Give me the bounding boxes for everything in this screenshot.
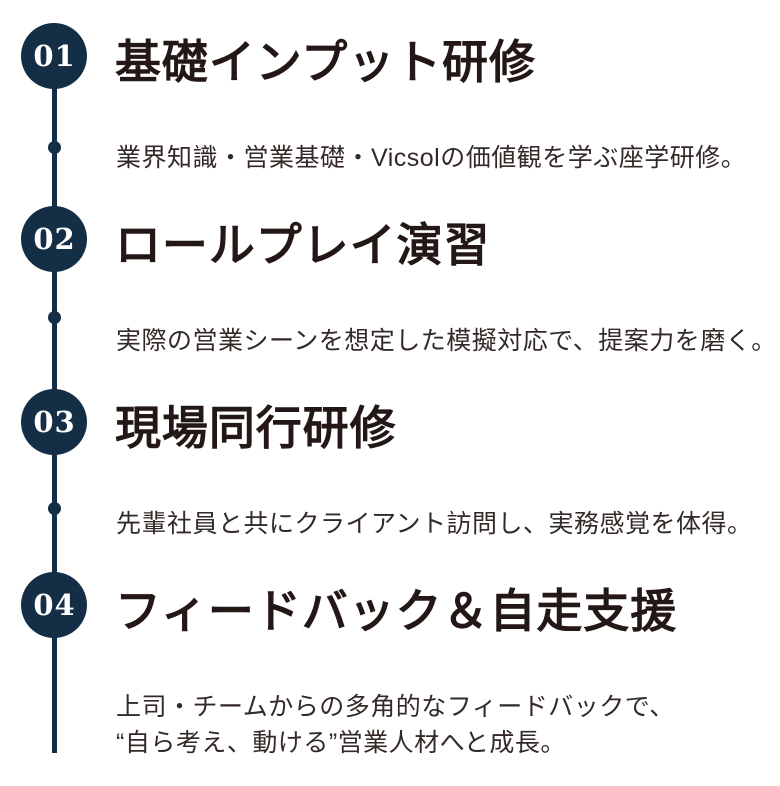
step-description-line: 先輩社員と共にクライアント訪問し、実務感覚を体得。	[116, 510, 753, 538]
step-description-line: 実際の営業シーンを想定した模擬対応で、提案力を磨く。	[116, 327, 777, 355]
step-number: 04	[33, 587, 76, 622]
step-description: 業界知識・営業基礎・Vicsolの価値観を学ぶ座学研修。	[116, 140, 780, 176]
step-number: 01	[33, 38, 76, 73]
step-item-2: 02 ロールプレイ演習 実際の営業シーンを想定した模擬対応で、提案力を磨く。	[0, 206, 780, 389]
step-description: 先輩社員と共にクライアント訪問し、実務感覚を体得。	[116, 506, 780, 542]
step-description: 上司・チームからの多角的なフィードバックで、 “自ら考え、動ける”営業人材へと成…	[116, 689, 780, 761]
step-description-line: 上司・チームからの多角的なフィードバックで、	[116, 693, 675, 721]
step-description-line: “自ら考え、動ける”営業人材へと成長。	[116, 729, 566, 757]
step-description-line: 業界知識・営業基礎・Vicsolの価値観を学ぶ座学研修。	[116, 144, 747, 172]
timeline-dot	[48, 502, 61, 515]
step-number-badge: 04	[21, 572, 87, 638]
step-number-badge: 03	[21, 389, 87, 455]
step-number-badge: 02	[21, 206, 87, 272]
step-title: 現場同行研修	[115, 401, 397, 455]
step-title: フィードバック＆自走支援	[115, 584, 678, 638]
step-title: 基礎インプット研修	[115, 35, 536, 89]
step-description: 実際の営業シーンを想定した模擬対応で、提案力を磨く。	[116, 323, 780, 359]
step-number: 02	[33, 221, 76, 256]
timeline-dot	[48, 141, 61, 154]
step-item-1: 01 基礎インプット研修 業界知識・営業基礎・Vicsolの価値観を学ぶ座学研修…	[0, 23, 780, 206]
step-item-3: 03 現場同行研修 先輩社員と共にクライアント訪問し、実務感覚を体得。	[0, 389, 780, 572]
step-title: ロールプレイ演習	[115, 218, 491, 272]
step-item-4: 04 フィードバック＆自走支援 上司・チームからの多角的なフィードバックで、 “…	[0, 572, 780, 757]
timeline-dot	[48, 311, 61, 324]
step-number: 03	[33, 404, 76, 439]
step-number-badge: 01	[21, 23, 87, 89]
